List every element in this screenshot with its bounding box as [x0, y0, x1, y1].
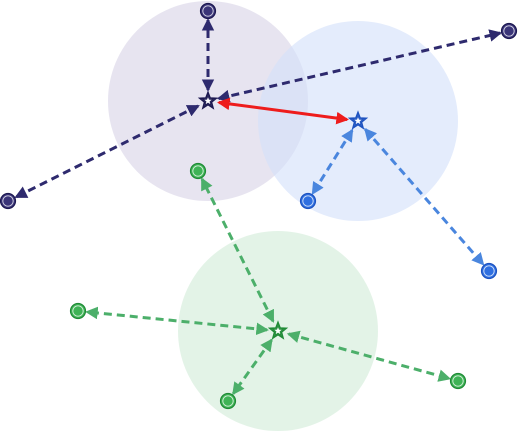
member-edges: [14, 18, 503, 396]
green-member-2-node: [69, 302, 87, 320]
navy-member-edge: [14, 104, 200, 199]
cluster-centers: [197, 90, 369, 340]
navy-blue-link: [217, 97, 349, 125]
navy-member-3-node: [0, 192, 17, 210]
green-member-3-node: [219, 392, 237, 410]
green-center-star-icon: [267, 320, 289, 340]
navy-center-star-icon: [197, 90, 219, 110]
blue-center-star-icon: [347, 110, 369, 130]
navy-member-edge: [216, 29, 503, 103]
blue-member-edge: [363, 127, 485, 266]
blue-member-1-node: [299, 192, 317, 210]
green-member-edge: [200, 177, 275, 323]
member-nodes: [0, 2, 518, 410]
cluster-links: [217, 97, 349, 125]
green-member-4-node: [449, 372, 467, 390]
green-member-edge: [232, 338, 273, 396]
navy-member-1-node: [199, 2, 217, 20]
green-member-edge: [85, 306, 269, 336]
navy-member-2-node: [500, 22, 518, 40]
green-member-1-node: [189, 162, 207, 180]
blue-member-2-node: [480, 262, 498, 280]
green-member-edge: [286, 330, 452, 382]
